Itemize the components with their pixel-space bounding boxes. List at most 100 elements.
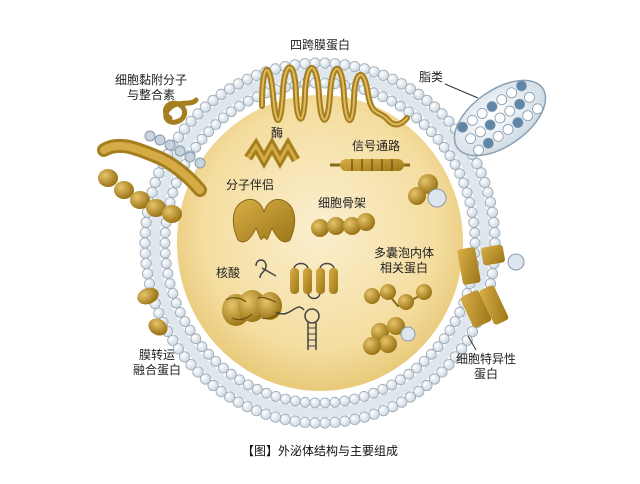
- phospholipid-head: [309, 397, 321, 409]
- phospholipid-head: [242, 95, 254, 107]
- phospholipid-head: [210, 355, 222, 367]
- phospholipid-head: [203, 348, 215, 360]
- phospholipid-head: [261, 387, 272, 399]
- phospholipid-head: [396, 396, 408, 408]
- phospholipid-head: [425, 126, 437, 138]
- phospholipid-head: [349, 393, 360, 405]
- phospholipid-head: [225, 368, 237, 380]
- phospholipid-head: [234, 100, 246, 112]
- phospholipid-head: [172, 131, 184, 143]
- phospholipid-head: [413, 88, 425, 101]
- phospholipid-head: [142, 268, 154, 280]
- lipid-dot: [473, 144, 484, 156]
- label-transmembrane: 四跨膜蛋白: [290, 38, 351, 52]
- label-mvb-line2: 相关蛋白: [380, 261, 429, 275]
- phospholipid-head: [178, 123, 191, 135]
- phospholipid-head: [436, 366, 448, 378]
- phospholipid-head: [299, 416, 311, 428]
- phospholipid-head: [403, 368, 415, 380]
- phospholipid-head: [469, 227, 481, 239]
- lipid-dot: [492, 130, 504, 142]
- phospholipid-head: [139, 227, 151, 239]
- phospholipid-head: [241, 73, 253, 85]
- phospholipid-head: [339, 415, 351, 427]
- phospholipid-head: [469, 237, 481, 249]
- lipid-dot: [512, 117, 524, 128]
- phospholipid-head: [153, 307, 165, 319]
- label-nucleic-acid: 核酸: [216, 266, 241, 280]
- label-adhesion-line2: 与整合素: [127, 88, 176, 102]
- phospholipid-head: [164, 278, 176, 290]
- phospholipid-head: [251, 383, 263, 395]
- phospholipid-head: [250, 69, 263, 81]
- phospholipid-head: [486, 268, 498, 280]
- label-adhesion-line1: 细胞黏附分子: [115, 73, 188, 87]
- figure-caption: 【图】外泌体结构与主要组成: [241, 444, 398, 458]
- phospholipid-head: [428, 101, 441, 113]
- phospholipid-head: [269, 411, 282, 423]
- lipid-dot: [494, 112, 506, 124]
- phospholipid-head: [449, 159, 461, 170]
- phospholipid-head: [309, 417, 321, 429]
- label-fusion-line1: 膜转运: [139, 348, 176, 362]
- phospholipid-head: [153, 167, 165, 179]
- phospholipid-head: [482, 186, 494, 198]
- phospholipid-head: [377, 405, 390, 417]
- phospholipid-head: [217, 362, 229, 374]
- phospholipid-head: [167, 334, 179, 346]
- lipid-dot: [516, 80, 527, 92]
- phospholipid-head: [387, 401, 399, 413]
- phospholipid-head: [449, 351, 462, 363]
- phospholipid-head: [190, 333, 202, 345]
- lipid-dot: [522, 110, 534, 122]
- phospholipid-head: [215, 385, 227, 398]
- label-cell-specific-line2: 蛋白: [474, 367, 499, 381]
- integrin-chain: [97, 130, 207, 223]
- phospholipid-head: [167, 287, 179, 299]
- phospholipid-head: [241, 401, 253, 413]
- label-fusion-line2: 融合蛋白: [133, 363, 182, 377]
- dna-coil: [222, 290, 305, 326]
- phospholipid-head: [377, 91, 389, 103]
- lipid-dot: [474, 126, 486, 138]
- phospholipid-head: [192, 108, 204, 120]
- phospholipid-head: [260, 408, 272, 420]
- phospholipid-head: [466, 325, 478, 338]
- phospholipid-head: [215, 88, 227, 101]
- phospholipid-head: [207, 94, 219, 107]
- phospholipid-head: [377, 383, 389, 395]
- phospholipid-head: [329, 416, 341, 428]
- lipid-dot: [514, 98, 526, 110]
- phospholipid-head: [468, 217, 480, 228]
- phospholipid-head: [319, 417, 331, 429]
- cell-specific-protein: [457, 244, 525, 328]
- label-fusion: 膜转运 融合蛋白: [133, 348, 181, 378]
- phospholipid-head: [167, 187, 179, 199]
- lipid-dot: [502, 124, 514, 135]
- phospholipid-head: [411, 362, 423, 374]
- phospholipid-head: [461, 187, 473, 199]
- phospholipid-head: [444, 324, 456, 336]
- phospholipid-head: [368, 66, 380, 78]
- phospholipid-head: [436, 108, 448, 120]
- phospholipid-head: [475, 167, 487, 179]
- phospholipid-head: [358, 411, 371, 423]
- lipid-dot: [504, 105, 516, 117]
- phospholipid-head: [411, 112, 423, 124]
- lipid-pointer-line: [444, 83, 479, 99]
- phospholipid-head: [224, 391, 236, 403]
- phospholipid-head: [143, 278, 156, 290]
- phospholipid-head: [160, 258, 172, 269]
- phospholipid-head: [162, 268, 174, 280]
- phospholipid-head: [418, 119, 430, 130]
- lipid-dot: [506, 87, 518, 99]
- label-cell-specific: 细胞特异性 蛋白: [456, 352, 516, 382]
- phospholipid-head: [159, 237, 171, 249]
- phospholipid-head: [418, 355, 430, 367]
- phospholipid-head: [210, 119, 222, 130]
- rna-helices: [290, 262, 338, 300]
- phospholipid-head: [404, 83, 416, 95]
- phospholipid-head: [190, 141, 202, 153]
- label-lipids: 脂类: [419, 70, 444, 84]
- phospholipid-head: [184, 324, 196, 336]
